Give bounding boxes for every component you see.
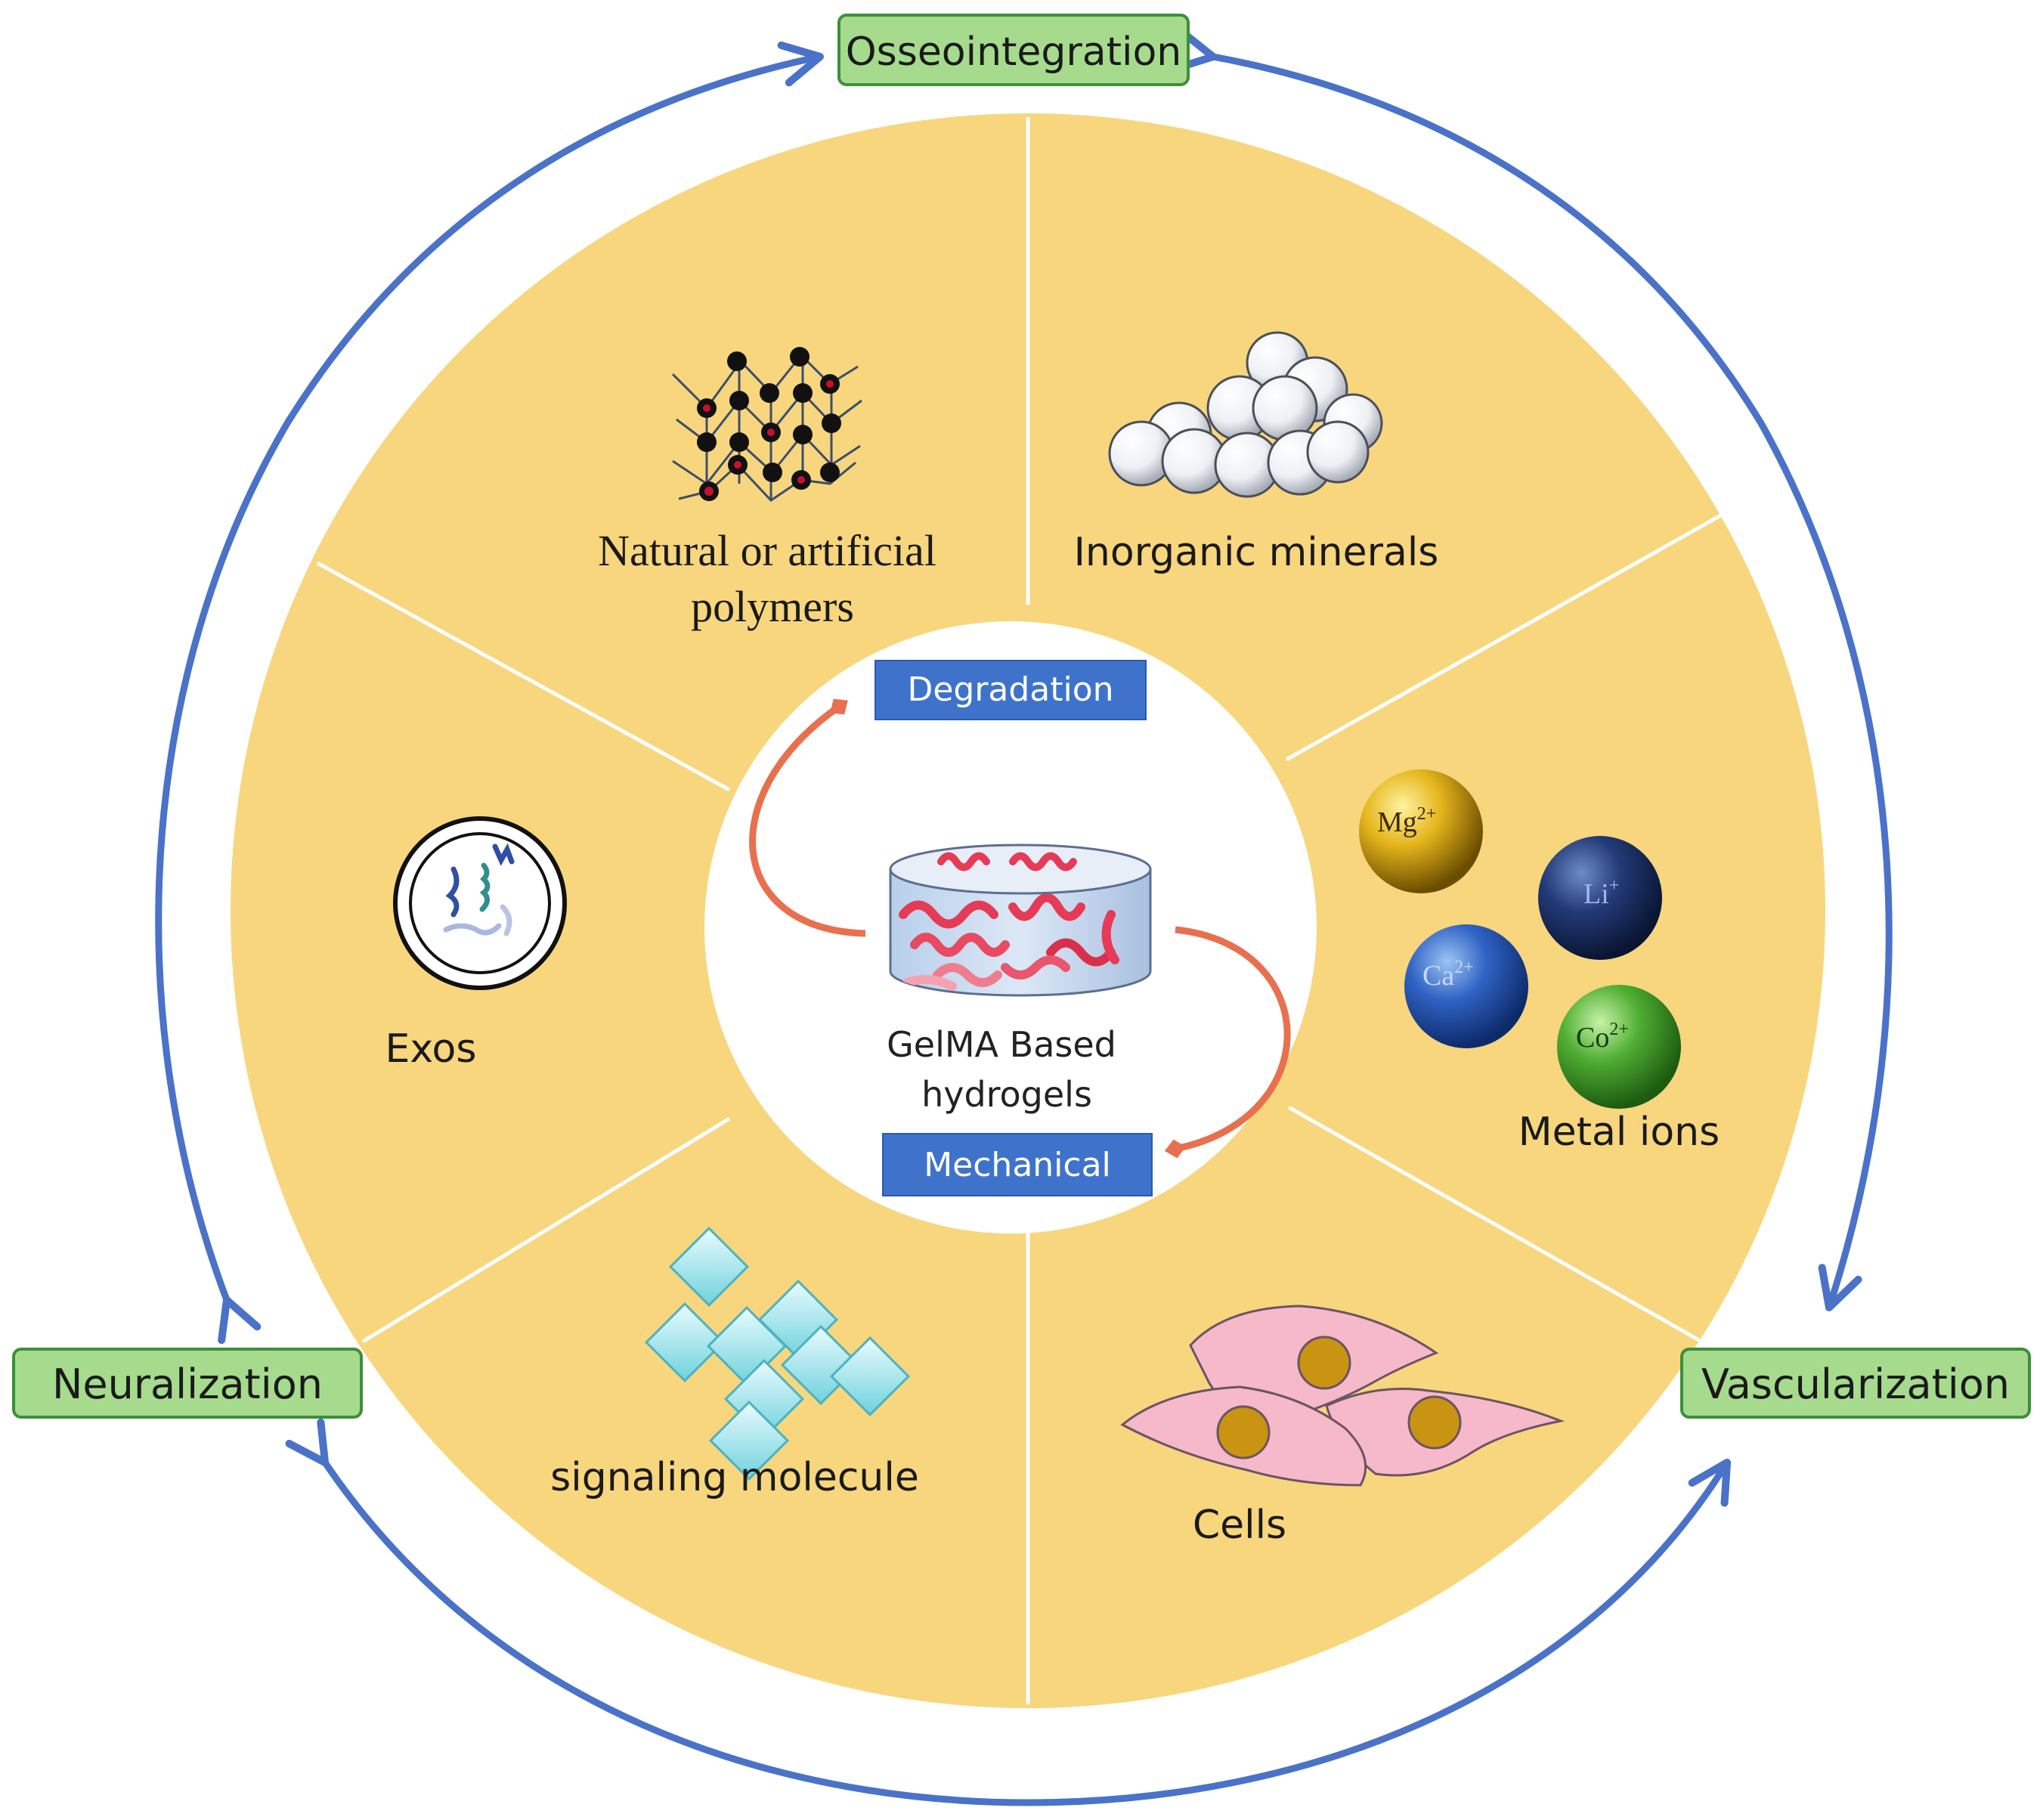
degradation-label: Degradation — [907, 670, 1113, 709]
hydrogel-cylinder-icon — [889, 843, 1152, 997]
polymers-label-line2: polymers — [691, 582, 854, 631]
polymers-label-line1: Natural or artificial — [598, 526, 936, 575]
osseointegration-box — [837, 14, 1190, 86]
neuralization-box — [12, 1348, 363, 1419]
ion-mg-charge: 2+ — [1417, 804, 1437, 824]
ion-ca-charge: 2+ — [1454, 958, 1474, 977]
osseointegration-label: Osseointegration — [846, 29, 1182, 75]
ion-li-charge: + — [1609, 876, 1620, 896]
degradation-tag — [875, 660, 1147, 720]
exosome-icon — [393, 816, 567, 990]
neuralization-label: Neuralization — [52, 1360, 323, 1408]
vascularization-label: Vascularization — [1701, 1360, 2010, 1408]
center-title-line1: GelMA Based — [887, 1024, 1116, 1065]
arrow-osseo-neural — [155, 41, 825, 1345]
ion-co-symbol: Co — [1576, 1022, 1609, 1054]
outer-cycle-arrows — [155, 27, 1893, 1806]
minerals-label: Inorganic minerals — [1074, 530, 1439, 575]
arrow-osseo-vascular — [1170, 27, 1893, 1312]
ion-li-symbol: Li — [1583, 878, 1609, 910]
metal-ions-label: Metal ions — [1518, 1110, 1720, 1155]
mechanical-tag — [882, 1133, 1153, 1196]
arrow-neural-vascular — [285, 1418, 1732, 1806]
signaling-label: signaling molecule — [550, 1455, 919, 1500]
mechanical-label: Mechanical — [924, 1146, 1111, 1184]
vascularization-box — [1680, 1348, 2031, 1419]
ion-mg-symbol: Mg — [1377, 806, 1417, 838]
ion-ca-symbol: Ca — [1422, 960, 1454, 992]
cells-label: Cells — [1193, 1503, 1286, 1548]
exos-label: Exos — [385, 1026, 477, 1072]
center-title-line2: hydrogels — [921, 1074, 1092, 1115]
ion-co-charge: 2+ — [1609, 1020, 1629, 1039]
